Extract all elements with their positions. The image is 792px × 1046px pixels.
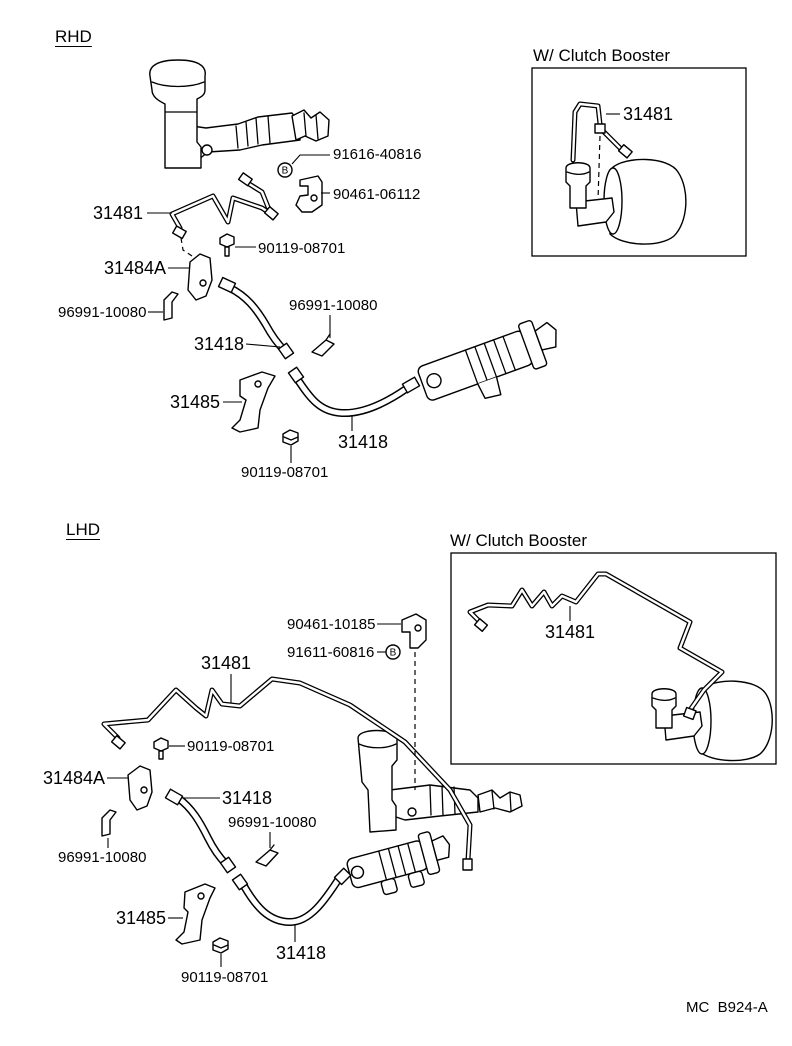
lhd-hose-lower-part-number: 31418 [276, 943, 327, 963]
lhd-hose-clip-left [101, 809, 117, 837]
lhd-leader-lines [107, 623, 401, 967]
rhd-flexible-hose-upper [217, 276, 295, 360]
lhd-union-bracket [127, 765, 153, 811]
rhd-clamp-bolt-symbol: B [277, 162, 293, 178]
rhd-clamp-bolt-part-number: 91616-40816 [333, 146, 422, 163]
rhd-hose-bracket-part-number: 31485 [170, 392, 221, 412]
rhd-hose-lower-part-number: 31418 [338, 432, 389, 452]
lhd-release-cylinder [346, 831, 451, 896]
rhd-hose-clip-right-part-number: 96991-10080 [289, 297, 378, 314]
rhd-inset-master-cylinder [565, 162, 615, 227]
rhd-hose-clip-left-part-number: 96991-10080 [58, 304, 147, 321]
rhd-bracket-bolt-lower [282, 429, 299, 446]
lhd-inset-tube-part-number: 31481 [545, 622, 596, 642]
rhd-booster-inset-frame [531, 67, 747, 257]
rhd-tube-clamp-part-number: 90461-06112 [333, 186, 421, 203]
lhd-inset-clutch-tube [467, 571, 725, 721]
lhd-booster-inset-frame [450, 552, 777, 765]
lhd-tube-clamp-part-number: 90461-10185 [287, 616, 376, 633]
lhd-tube-part-number: 31481 [201, 653, 252, 673]
rhd-clutch-tube [169, 172, 279, 240]
rhd-bracket-bolt-upper-part-number: 90119-08701 [258, 240, 346, 257]
lhd-hose-upper-part-number: 31418 [222, 788, 273, 808]
rhd-release-cylinder [417, 319, 557, 401]
lhd-bracket-bolt-lower [212, 937, 229, 954]
rhd-inset-tube-part-number: 31481 [623, 104, 674, 124]
lhd-bracket-bolt-lower-part-number: 90119-08701 [181, 969, 269, 986]
lhd-tube-nut-right [462, 858, 473, 871]
rhd-hose-clip-right [311, 333, 335, 357]
rhd-bracket-bolt-upper [219, 233, 235, 257]
rhd-master-cylinder [149, 59, 330, 169]
rhd-tube-clamp [295, 175, 323, 213]
rhd-inset-title: W/ Clutch Booster [533, 46, 670, 65]
figure-code: MC B924-A [686, 999, 768, 1016]
rhd-hose-clip-left [163, 291, 179, 321]
rhd-hose-bracket [231, 371, 276, 433]
rhd-bracket-bolt-lower-part-number: 90119-08701 [241, 464, 329, 481]
rhd-tube-nut-lower [171, 225, 187, 240]
lhd-bolt-symbol-letter: B [390, 648, 397, 659]
lhd-hose-bracket-part-number: 31485 [116, 908, 167, 928]
rhd-inset-dashline [597, 135, 601, 201]
rhd-leader-lines [147, 154, 353, 463]
lhd-hose-bracket [175, 883, 216, 945]
rhd-tube-nut-middle [263, 206, 279, 221]
rhd-union-bracket-part-number: 31484A [104, 258, 167, 278]
rhd-inset-clutch-tube [570, 101, 633, 163]
lhd-hose-clip-right-part-number: 96991-10080 [228, 814, 317, 831]
rhd-tube-alignment-dashline [180, 237, 196, 259]
rhd-bolt-symbol-letter: B [282, 166, 289, 177]
rhd-union-bracket [187, 253, 213, 301]
lhd-tube-nut-left [110, 735, 126, 750]
lhd-bracket-bolt-upper [153, 737, 169, 760]
lhd-union-bracket-part-number: 31484A [43, 768, 106, 788]
lhd-bracket-bolt-upper-part-number: 90119-08701 [187, 738, 275, 755]
rhd-heading: RHD [55, 27, 92, 46]
rhd-flexible-hose-lower [287, 366, 421, 418]
lhd-clamp-bolt-part-number: 91611-60816 [287, 644, 375, 661]
lhd-clutch-tube [101, 676, 473, 871]
rhd-hose-upper-part-number: 31418 [194, 334, 245, 354]
lhd-tube-clamp [401, 613, 427, 649]
lhd-master-cylinder [357, 729, 523, 833]
lhd-hose-clip-left-part-number: 96991-10080 [58, 849, 147, 866]
lhd-clamp-bolt-symbol: B [385, 644, 401, 660]
rhd-tube-nut-upper [237, 172, 253, 187]
rhd-tube-part-number: 31481 [93, 203, 144, 223]
lhd-heading: LHD [66, 520, 101, 539]
lhd-inset-title: W/ Clutch Booster [450, 531, 587, 550]
rhd-inset-brake-booster [603, 158, 687, 245]
lhd-hose-clip-right [255, 844, 279, 867]
lhd-flexible-hose-lower [231, 867, 352, 927]
lhd-flexible-hose-upper [164, 788, 237, 874]
